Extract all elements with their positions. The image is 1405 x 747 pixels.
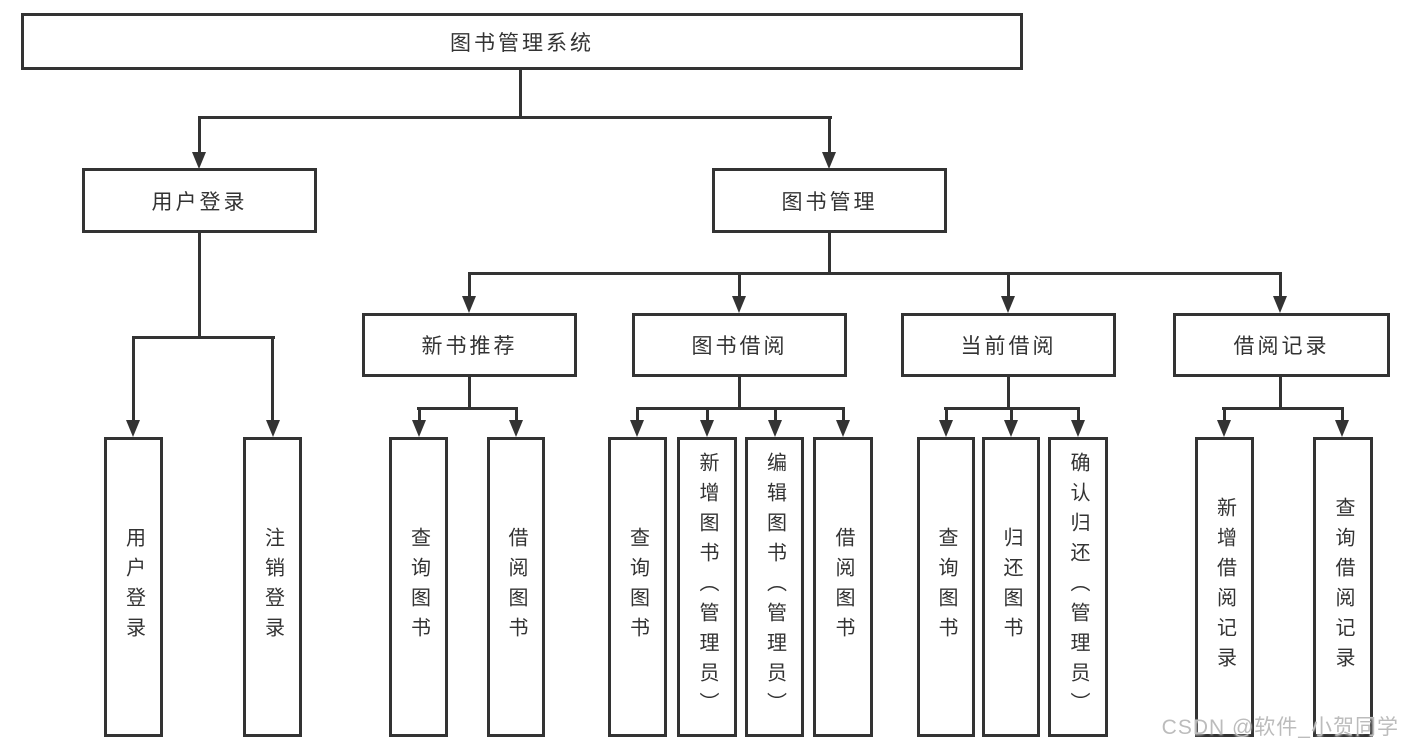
node-label: 注销登录 — [261, 527, 284, 647]
node-book-management: 图书管理 — [712, 168, 947, 233]
node-return-books: 归还图书 — [982, 437, 1040, 737]
connector-line — [738, 375, 741, 409]
node-label: 查询图书 — [935, 527, 957, 647]
arrowhead-down-icon — [412, 420, 426, 437]
connector-line — [515, 407, 518, 424]
node-new-book-recommendation: 新书推荐 — [362, 313, 577, 377]
connector-line — [1223, 407, 1226, 424]
node-label: 图书管理 — [781, 190, 878, 214]
arrowhead-down-icon — [1217, 420, 1231, 437]
node-label: 编辑图书（管理员） — [763, 452, 786, 722]
node-label: 归还图书 — [1000, 527, 1022, 647]
connector-line — [706, 407, 709, 424]
arrowhead-down-icon — [126, 420, 140, 437]
node-current-borrowing: 当前借阅 — [901, 313, 1116, 377]
connector-line — [636, 407, 845, 410]
node-label: 新增借阅记录 — [1213, 497, 1236, 677]
node-query-books-current: 查询图书 — [917, 437, 975, 737]
node-label: 用户登录 — [151, 190, 248, 214]
connector-line — [1007, 274, 1010, 298]
node-book-borrowing: 图书借阅 — [632, 313, 847, 377]
connector-line — [1341, 407, 1344, 424]
connector-line — [1010, 407, 1013, 424]
node-label: 借阅记录 — [1233, 335, 1330, 358]
node-label: 查询图书 — [626, 527, 649, 647]
node-confirm-return-admin: 确认归还（管理员） — [1048, 437, 1108, 737]
arrowhead-down-icon — [1001, 296, 1015, 313]
connector-line — [417, 407, 518, 410]
connector-line — [1077, 407, 1080, 424]
connector-line — [198, 116, 832, 119]
arrowhead-down-icon — [836, 420, 850, 437]
arrowhead-down-icon — [1335, 420, 1349, 437]
node-query-books-recommend: 查询图书 — [389, 437, 448, 737]
connector-line — [1279, 274, 1282, 298]
connector-line — [468, 274, 471, 298]
connector-line — [132, 338, 135, 422]
node-logout: 注销登录 — [243, 437, 302, 737]
connector-line — [1007, 375, 1010, 409]
arrowhead-down-icon — [1273, 296, 1287, 313]
node-label: 新书推荐 — [421, 335, 518, 358]
node-add-books-admin: 新增图书（管理员） — [677, 437, 737, 737]
node-label: 借阅图书 — [832, 527, 854, 647]
node-label: 确认归还（管理员） — [1067, 452, 1089, 722]
arrowhead-down-icon — [1071, 420, 1085, 437]
node-label: 用户登录 — [122, 527, 145, 647]
node-query-books-borrowing: 查询图书 — [608, 437, 667, 737]
connector-line — [945, 407, 948, 424]
connector-line — [1222, 407, 1344, 410]
arrowhead-down-icon — [192, 152, 206, 169]
node-edit-books-admin: 编辑图书（管理员） — [745, 437, 804, 737]
node-label: 当前借阅 — [960, 335, 1057, 358]
connector-line — [519, 68, 522, 118]
arrowhead-down-icon — [509, 420, 523, 437]
node-label: 新增图书（管理员） — [696, 452, 718, 722]
arrowhead-down-icon — [822, 152, 836, 169]
arrowhead-down-icon — [939, 420, 953, 437]
arrowhead-down-icon — [1004, 420, 1018, 437]
node-user-login: 用户登录 — [82, 168, 317, 233]
node-borrow-books: 借阅图书 — [813, 437, 873, 737]
node-borrowing-records: 借阅记录 — [1173, 313, 1390, 377]
connector-line — [738, 274, 741, 298]
node-add-borrow-record: 新增借阅记录 — [1195, 437, 1254, 737]
connector-line — [198, 231, 201, 338]
arrowhead-down-icon — [630, 420, 644, 437]
arrowhead-down-icon — [732, 296, 746, 313]
node-library-management-system: 图书管理系统 — [21, 13, 1023, 70]
connector-line — [468, 375, 471, 409]
node-label: 查询借阅记录 — [1332, 497, 1354, 677]
node-label: 图书借阅 — [691, 335, 788, 358]
arrowhead-down-icon — [462, 296, 476, 313]
connector-line — [774, 407, 777, 424]
node-user-login-leaf: 用户登录 — [104, 437, 163, 737]
csdn-watermark: CSDN @软件_小贺同学 — [1161, 716, 1399, 739]
arrowhead-down-icon — [266, 420, 280, 437]
connector-line — [418, 407, 421, 424]
node-label: 借阅图书 — [505, 527, 527, 647]
node-borrow-books-recommend: 借阅图书 — [487, 437, 545, 737]
connector-line — [636, 407, 639, 424]
connector-line — [1279, 375, 1282, 409]
connector-line — [271, 338, 274, 422]
connector-line — [132, 336, 275, 339]
connector-line — [198, 118, 201, 154]
node-label: 查询图书 — [407, 527, 430, 647]
node-label: 图书管理系统 — [450, 31, 594, 55]
connector-line — [828, 118, 831, 154]
arrowhead-down-icon — [700, 420, 714, 437]
node-query-borrow-record: 查询借阅记录 — [1313, 437, 1373, 737]
connector-line — [828, 231, 831, 274]
connector-line — [468, 272, 1282, 275]
arrowhead-down-icon — [768, 420, 782, 437]
connector-line — [842, 407, 845, 424]
